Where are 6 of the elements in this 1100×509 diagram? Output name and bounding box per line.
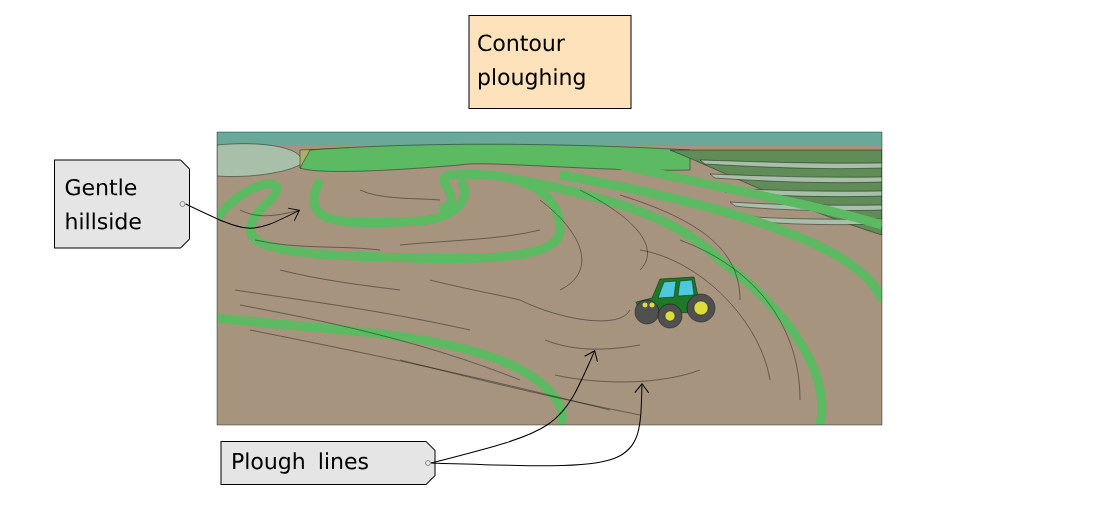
title-box: Contour ploughing (468, 15, 632, 109)
leader-line (185, 203, 300, 229)
label-tag: Plough lines (220, 441, 436, 485)
label-tag: Gentle hillside (54, 159, 190, 249)
leader-line (430, 383, 650, 467)
landscape-drawing (216, 131, 883, 426)
